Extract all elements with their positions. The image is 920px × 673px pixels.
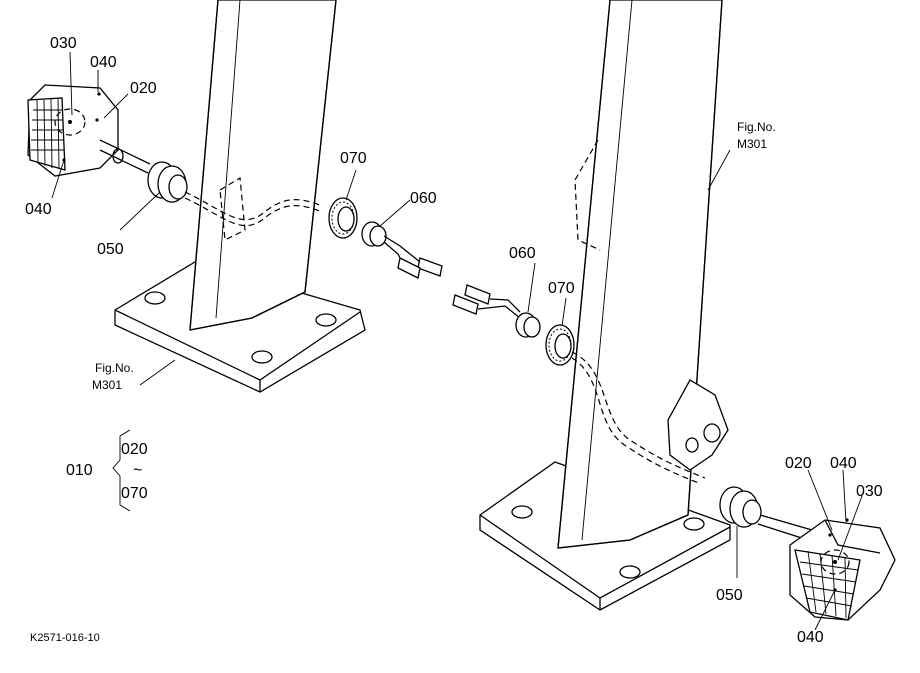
label-040-right-top: 040 [830,455,857,472]
label-070-left: 070 [340,150,367,167]
part-labels: 030 040 020 040 050 070 060 060 070 020 … [25,35,883,646]
label-020-left: 020 [130,80,157,97]
left-connector [328,197,443,279]
left-post [189,0,337,331]
assembly-from: 020 [121,441,148,458]
fig-ref-left-line1: Fig.No. [95,361,134,375]
fig-ref-right-line1: Fig.No. [737,120,776,134]
assembly-tilde: ~ [133,462,142,479]
figure-references: Fig.No. M301 Fig.No. M301 [92,120,776,392]
assembly-range: 010 020 ~ 070 [66,441,148,502]
fig-ref-right-line2: M301 [737,137,767,151]
label-030-right: 030 [856,483,883,500]
label-070-right: 070 [548,280,575,297]
left-base-plate [114,261,366,393]
assembly-number: 010 [66,462,93,479]
right-post [557,0,729,549]
label-040-left-bottom: 040 [25,201,52,218]
label-060-left: 060 [410,190,437,207]
assembly-to: 070 [121,485,148,502]
fig-ref-left-line2: M301 [92,378,122,392]
label-060-right: 060 [509,245,536,262]
label-050-right: 050 [716,587,743,604]
drawing-code: K2571-016-10 [30,632,100,644]
label-030-left: 030 [50,35,77,52]
label-040-left-top: 040 [90,54,117,71]
label-050-left: 050 [97,241,124,258]
right-lamp [719,486,896,621]
label-020-right: 020 [785,455,812,472]
right-connector [452,284,706,485]
leader-lines [51,51,863,631]
label-040-right-bottom: 040 [797,629,824,646]
left-lamp [27,84,321,241]
